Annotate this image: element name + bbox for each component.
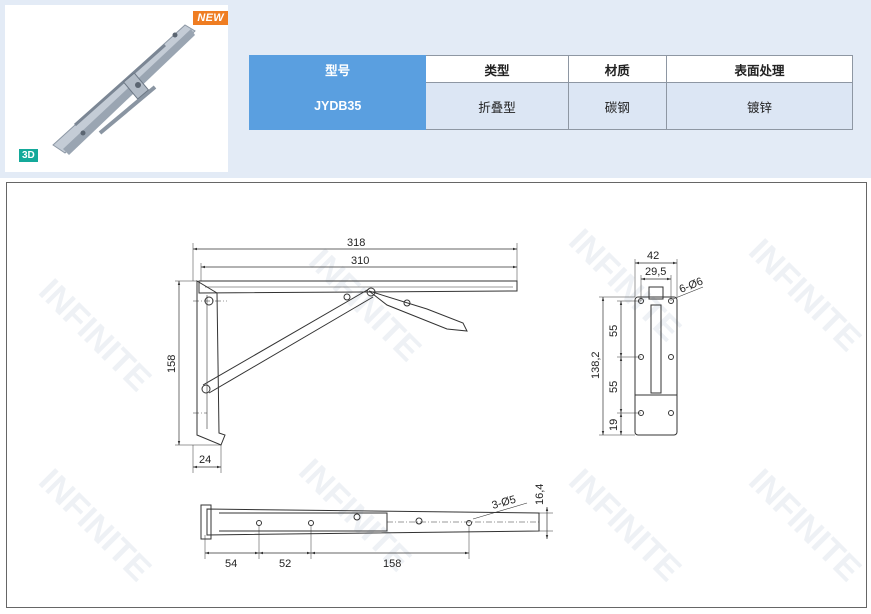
watermark: INFINITE INFINITE INFINITE INFINITE INFI… — [31, 222, 868, 589]
cell-type: 折叠型 — [425, 82, 569, 130]
3d-badge[interactable]: 3D — [19, 149, 38, 162]
dim-foot: 24 — [199, 454, 211, 466]
side-view-labels: 318 310 158 24 — [166, 237, 369, 466]
top-view — [200, 502, 553, 559]
header-finish: 表面处理 — [665, 55, 854, 83]
svg-text:INFINITE: INFINITE — [741, 232, 866, 359]
dim-top-holes: 3-Ø5 — [491, 494, 518, 512]
header-model: 型号 — [248, 55, 427, 83]
cell-model: JYDB35 — [248, 82, 427, 130]
dim-bottom: 19 — [608, 419, 620, 431]
side-view — [175, 243, 518, 473]
dim-pitch-lower: 55 — [608, 381, 620, 393]
header-type: 类型 — [425, 55, 569, 83]
dim-hole-spacing-width: 29,5 — [645, 266, 666, 278]
header-material: 材质 — [567, 55, 667, 83]
dim-pitch-upper: 55 — [608, 325, 620, 337]
cell-finish: 镀锌 — [665, 82, 854, 130]
product-photo: NEW 3D — [5, 5, 228, 172]
dim-height: 158 — [166, 355, 178, 373]
top-view-labels: 3-Ø5 16,4 54 52 158 — [225, 484, 546, 570]
dim-spacing-3: 158 — [383, 558, 401, 570]
svg-text:INFINITE: INFINITE — [31, 462, 158, 589]
dim-end-holes: 6-Ø6 — [678, 275, 705, 295]
dim-width: 42 — [647, 250, 659, 262]
svg-text:INFINITE: INFINITE — [741, 462, 866, 589]
svg-text:INFINITE: INFINITE — [561, 462, 688, 589]
dim-total-height: 138,2 — [590, 351, 602, 379]
dim-thickness: 16,4 — [534, 484, 546, 505]
technical-drawing: INFINITE INFINITE INFINITE INFINITE INFI… — [6, 182, 868, 608]
dim-spacing-2: 52 — [279, 558, 291, 570]
dim-arm-length: 310 — [351, 255, 369, 267]
dim-spacing-1: 54 — [225, 558, 237, 570]
header-band: NEW 3D 型号 类型 材质 表面处理 JYDB35 折叠型 碳钢 镀锌 — [0, 0, 871, 178]
drawing-canvas: INFINITE INFINITE INFINITE INFINITE INFI… — [31, 222, 868, 589]
product-3d-render — [52, 24, 196, 155]
svg-text:INFINITE: INFINITE — [31, 272, 158, 399]
svg-text:INFINITE: INFINITE — [561, 222, 688, 349]
spec-table-header-row: 型号 类型 材质 表面处理 — [248, 55, 854, 83]
dim-overall-length: 318 — [347, 237, 365, 249]
new-badge: NEW — [193, 11, 228, 25]
cell-material: 碳钢 — [567, 82, 667, 130]
spec-table-row: JYDB35 折叠型 碳钢 镀锌 — [248, 82, 854, 130]
end-view — [599, 259, 704, 436]
spec-table: 型号 类型 材质 表面处理 JYDB35 折叠型 碳钢 镀锌 — [248, 55, 854, 130]
